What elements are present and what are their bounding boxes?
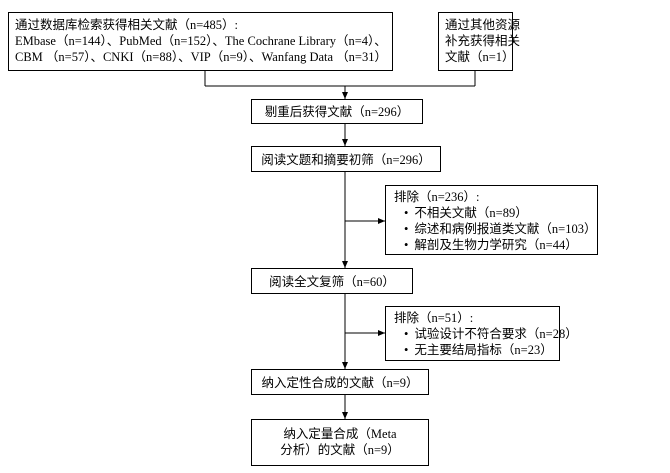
- other-sources-box: 通过其他资源 补充获得相关 文献（n=1）: [438, 12, 521, 71]
- database-search-line-1: 通过数据库检索获得相关文献（n=485）:: [15, 18, 239, 32]
- exclusion-2-item: 无主要结局指标（n=23）: [394, 342, 559, 358]
- exclusion-1-item: 解剖及生物力学研究（n=44）: [394, 237, 597, 253]
- full-text-review-text: 阅读全文复筛（n=60）: [269, 275, 395, 289]
- other-sources-line-3: 文献（n=1）: [445, 50, 515, 64]
- quantitative-synthesis-line-1: 纳入定量合成（Meta: [283, 427, 397, 441]
- quantitative-synthesis-box: 纳入定量合成（Meta 分析）的文献（n=9）: [251, 419, 429, 466]
- exclusion-1-item: 不相关文献（n=89）: [394, 205, 597, 221]
- other-sources-line-2: 补充获得相关: [445, 34, 521, 48]
- deduplicated-text: 剔重后获得文献（n=296）: [264, 105, 410, 119]
- database-search-line-3: CBM （n=57）、CNKI（n=88）、VIP（n=9）、Wanfang D…: [15, 50, 387, 64]
- qualitative-synthesis-text: 纳入定性合成的文献（n=9）: [261, 376, 419, 390]
- exclusion-1-title: 排除（n=236）:: [394, 190, 480, 204]
- exclusion-2-item: 试验设计不符合要求（n=28）: [394, 326, 577, 342]
- exclusion-2-title: 排除（n=51）:: [394, 311, 474, 325]
- qualitative-synthesis-box: 纳入定性合成的文献（n=9）: [251, 369, 429, 395]
- other-sources-line-1: 通过其他资源: [445, 18, 521, 32]
- deduplicated-box: 剔重后获得文献（n=296）: [251, 99, 423, 124]
- exclusion-box-2: 排除（n=51）: 试验设计不符合要求（n=28） 无主要结局指标（n=23）: [385, 306, 578, 361]
- database-search-line-2: EMbase（n=144）、PubMed（n=152）、The Cochrane…: [15, 34, 387, 48]
- title-abstract-screening-text: 阅读文题和摘要初筛（n=296）: [261, 153, 431, 167]
- database-search-box: 通过数据库检索获得相关文献（n=485）: EMbase（n=144）、PubM…: [8, 12, 393, 71]
- quantitative-synthesis-line-2: 分析）的文献（n=9）: [280, 443, 400, 457]
- exclusion-1-item: 综述和病例报道类文献（n=103）: [394, 221, 597, 237]
- title-abstract-screening-box: 阅读文题和摘要初筛（n=296）: [251, 146, 441, 172]
- full-text-review-box: 阅读全文复筛（n=60）: [251, 268, 413, 294]
- exclusion-box-1: 排除（n=236）: 不相关文献（n=89） 综述和病例报道类文献（n=103）…: [385, 185, 598, 255]
